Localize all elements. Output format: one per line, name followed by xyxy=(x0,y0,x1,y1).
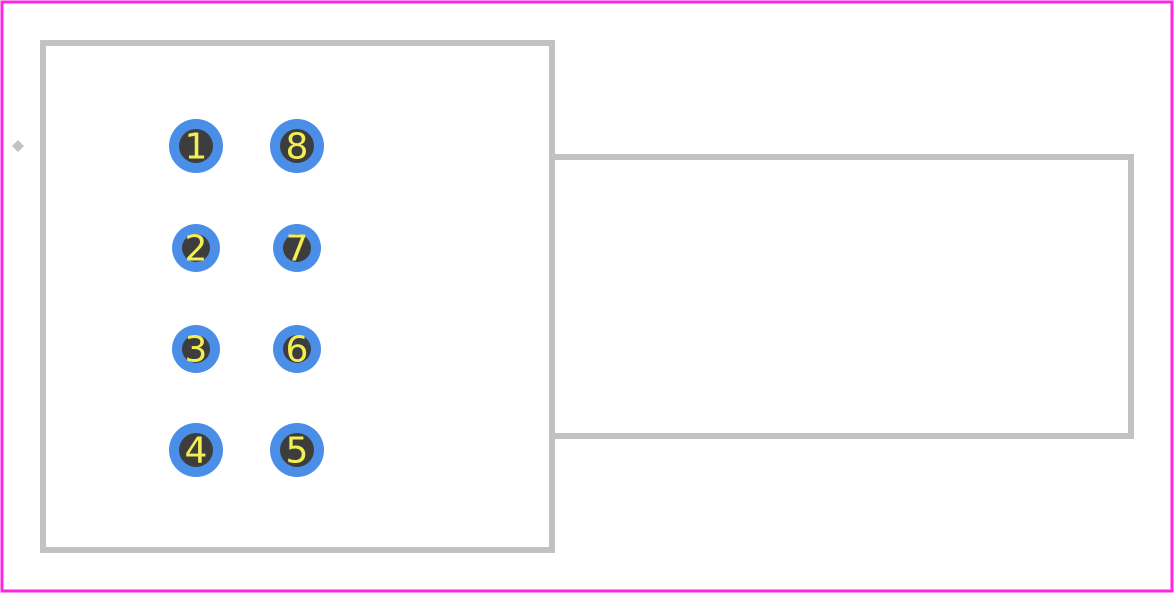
pad-5: 5 xyxy=(270,423,324,477)
body-outline xyxy=(40,40,555,553)
pad-drill-hole xyxy=(280,433,314,467)
pad-4: 4 xyxy=(169,423,223,477)
pad-drill-hole xyxy=(283,335,311,363)
pad-7: 7 xyxy=(273,224,321,272)
pads-layer: 1 2 3 4 5 6 7 8 xyxy=(169,119,324,477)
diamond-icon xyxy=(12,140,24,152)
pad-number-label: 8 xyxy=(286,127,309,168)
pad-number-label: 6 xyxy=(286,330,309,371)
pad-drill-hole xyxy=(280,129,314,163)
pad-2: 2 xyxy=(172,224,220,272)
pad-number-label: 4 xyxy=(185,431,208,472)
pad-6: 6 xyxy=(273,325,321,373)
pad-3: 3 xyxy=(172,325,220,373)
pad-8: 8 xyxy=(270,119,324,173)
pad-number-label: 1 xyxy=(185,127,208,168)
pad-number-label: 5 xyxy=(286,431,309,472)
pad-drill-hole xyxy=(283,234,311,262)
pad-drill-hole xyxy=(179,433,213,467)
pad-drill-hole xyxy=(182,234,210,262)
connector-outline xyxy=(552,154,1134,439)
pad-number-label: 2 xyxy=(185,229,208,270)
pad-drill-hole xyxy=(182,335,210,363)
pad-number-label: 3 xyxy=(185,330,208,371)
pad-1: 1 xyxy=(169,119,223,173)
pad-drill-hole xyxy=(179,129,213,163)
pad-number-label: 7 xyxy=(286,229,309,270)
